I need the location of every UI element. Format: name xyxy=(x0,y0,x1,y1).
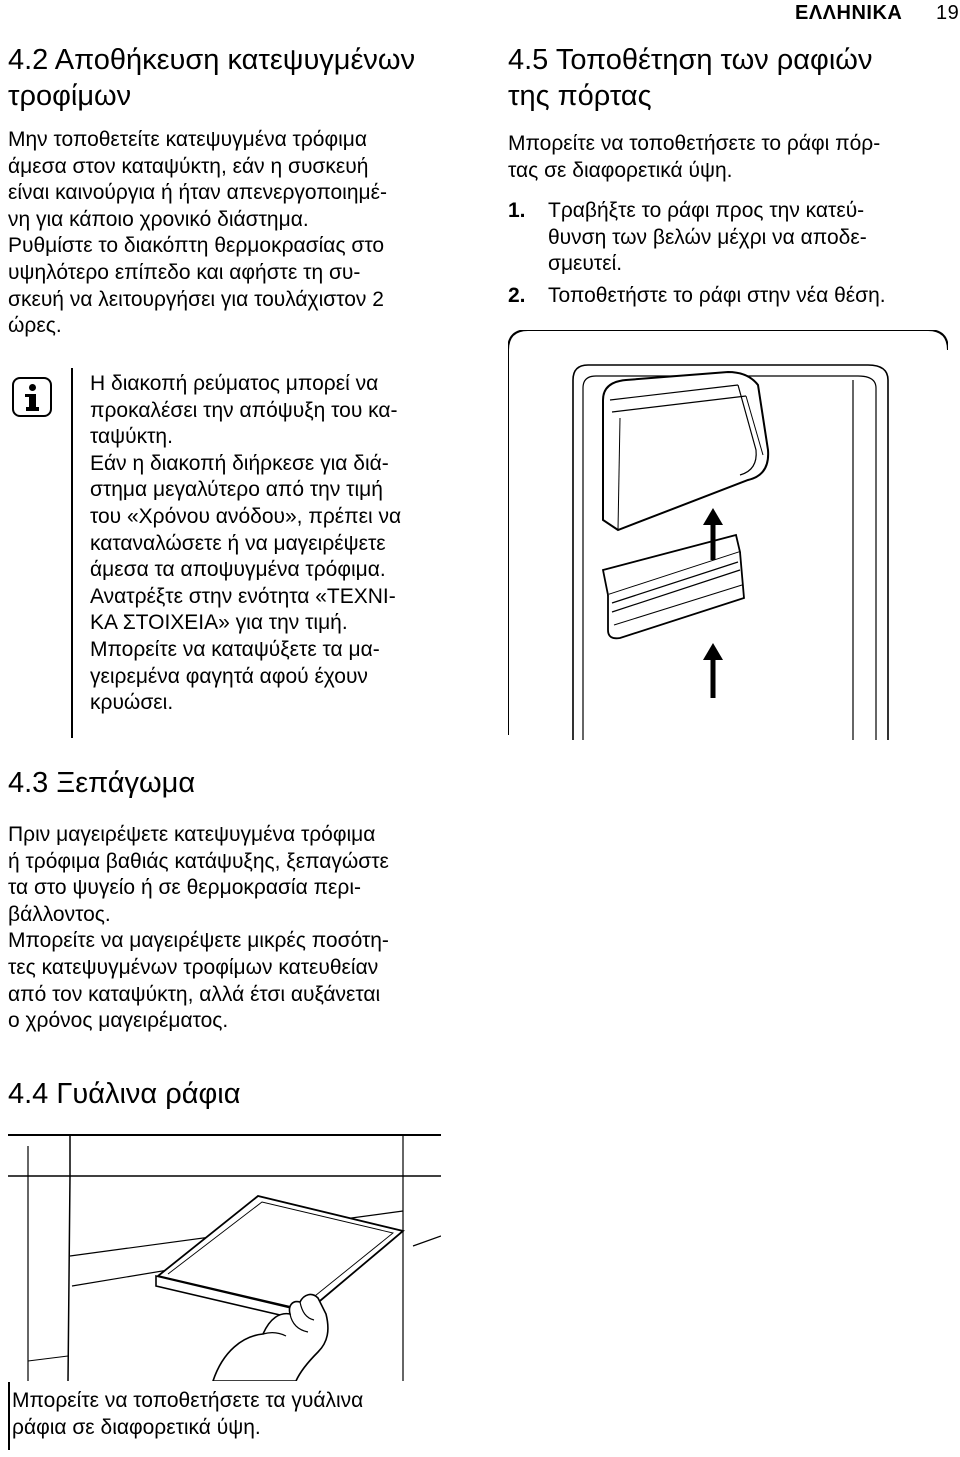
section-4-3-title: 4.3 Ξεπάγωμα xyxy=(8,767,196,799)
figure-top-rule xyxy=(8,1134,441,1136)
section-4-2-body: Μην τοποθετείτε κατεψυγμένα τρόφιμα άμεσ… xyxy=(8,128,387,338)
header-section-label: ΕΛΛΗΝΙΚΑ xyxy=(795,2,903,24)
caption-rule xyxy=(8,1382,10,1450)
info-divider xyxy=(71,368,73,738)
info-icon xyxy=(12,377,52,417)
door-shelf-illustration xyxy=(508,330,948,740)
step-2: 2. Τοποθετήστε το ράφι στην νέα θέση. xyxy=(508,283,886,307)
section-4-3-body: Πριν μαγειρέψετε κατεψυγμένα τρόφιμα ή τ… xyxy=(8,823,389,1033)
step-1: 1. Τραβήξτε το ράφι προς την κατεύ- θυνσ… xyxy=(508,199,867,276)
page-number: 19 xyxy=(936,2,960,24)
glass-shelf-caption: Μπορείτε να τοποθετήσετε τα γυάλινα ράφι… xyxy=(12,1389,364,1439)
glass-shelf-illustration xyxy=(8,1136,441,1381)
section-4-5-title: 4.5 Τοποθέτηση των ραφιών της πόρτας xyxy=(508,44,873,112)
section-4-5-intro: Μπορείτε να τοποθετήσετε το ράφι πόρ- τα… xyxy=(508,132,881,182)
section-4-2-title: 4.2 Αποθήκευση κατεψυγμένων τροφίμων xyxy=(8,44,416,112)
info-note: Η διακοπή ρεύματος μπορεί να προκαλέσει … xyxy=(90,372,402,715)
door-shelf-steps: 1. Τραβήξτε το ράφι προς την κατεύ- θυνσ… xyxy=(508,198,958,309)
section-4-4-title: 4.4 Γυάλινα ράφια xyxy=(8,1078,241,1110)
